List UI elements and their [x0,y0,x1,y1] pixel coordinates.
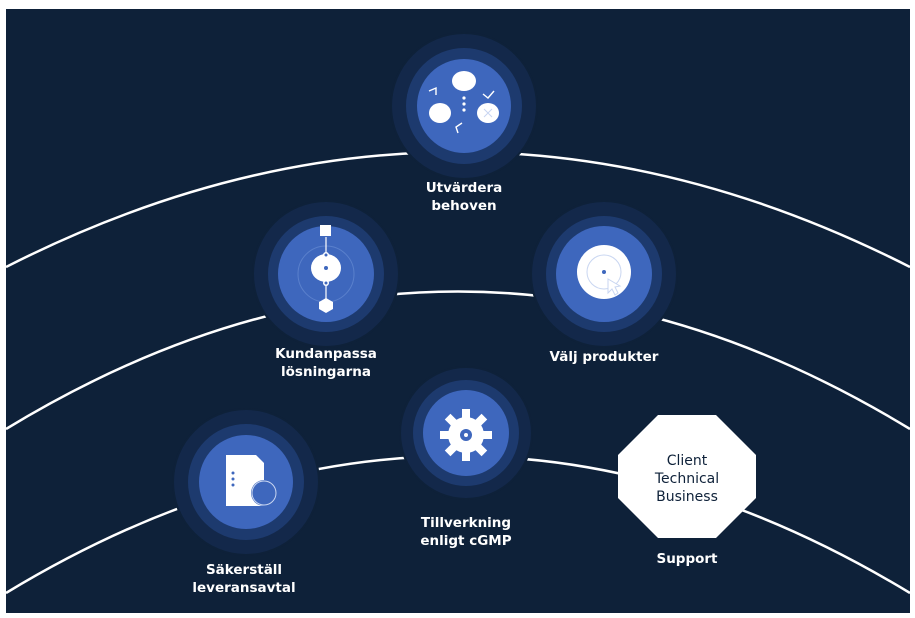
support-octagon [618,415,756,538]
customize-shapes-icon [297,225,355,313]
label-sakerstall: Säkerställ leveransavtal [192,562,296,596]
select-products-disc-icon [577,245,631,299]
label-tillverkning: Tillverkning enligt cGMP [420,515,512,549]
gear-icon [440,409,492,461]
label-valj-produkter: Välj produkter [549,349,659,365]
diagram-canvas: Utvärdera behoven Kundanpassa lösningarn… [6,9,910,613]
label-kundanpassa: Kundanpassa lösningarna [275,346,377,380]
document-agreement-icon [226,455,277,506]
node-valj-produkter [530,200,678,348]
node-tillverkning [399,366,533,500]
node-sakerstall [172,408,320,556]
support-badge-text: Client Technical Business [654,453,720,505]
diagram-graphics [6,32,910,595]
evaluate-flow-icon [428,71,499,134]
node-utvardera [390,32,538,180]
arc-middle [6,290,910,431]
label-support: Support [656,551,718,567]
node-kundanpassa [252,200,400,348]
label-utvardera: Utvärdera behoven [425,180,503,214]
